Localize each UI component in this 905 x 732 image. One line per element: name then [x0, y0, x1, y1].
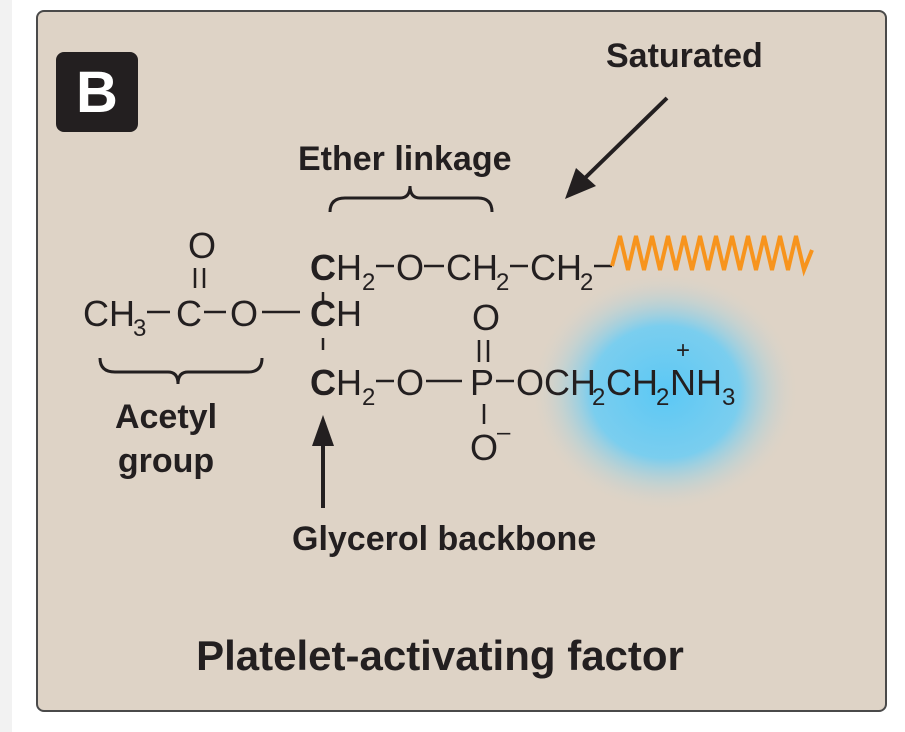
acetyl-label-line2: group: [118, 442, 214, 480]
svg-text:C: C: [310, 247, 336, 288]
svg-text:–: –: [497, 419, 511, 446]
svg-text:CH: CH: [83, 293, 135, 334]
svg-text:CH: CH: [530, 247, 582, 288]
panel-letter-box: [56, 52, 138, 132]
glycerol-arrow-icon: [312, 415, 334, 508]
svg-text:O: O: [230, 293, 258, 334]
positive-charge-glow-icon: [530, 272, 800, 512]
svg-text:2: 2: [592, 384, 605, 411]
svg-text:O: O: [470, 427, 498, 468]
svg-text:C: C: [176, 293, 202, 334]
saturated-label: Saturated: [606, 37, 763, 75]
svg-text:O: O: [188, 225, 216, 266]
diagram-title: Platelet-activating factor: [196, 632, 684, 679]
svg-text:H: H: [336, 362, 362, 403]
ether-linkage-brace-icon: [328, 185, 494, 213]
acetyl-label-line1: Acetyl: [115, 398, 217, 436]
svg-text:N: N: [670, 362, 696, 403]
svg-text:H: H: [336, 293, 362, 334]
left-margin-strip: [0, 0, 12, 732]
panel-letter: B: [76, 60, 118, 125]
saturated-arrow-icon: [565, 96, 669, 199]
svg-text:3: 3: [722, 384, 735, 411]
ether-linkage-label: Ether linkage: [298, 140, 512, 178]
row1-formula: C H 2 O CH 2 CH 2: [310, 247, 612, 296]
svg-text:O: O: [396, 362, 424, 403]
svg-text:CH: CH: [606, 362, 658, 403]
svg-text:CH: CH: [446, 247, 498, 288]
svg-text:C: C: [310, 362, 336, 403]
svg-text:O: O: [396, 247, 424, 288]
svg-text:+: +: [676, 337, 690, 364]
glycerol-backbone-label: Glycerol backbone: [292, 520, 596, 558]
acetyl-brace-icon: [98, 357, 264, 385]
svg-text:2: 2: [362, 384, 375, 411]
row2-formula: O CH 3 C O C H: [83, 225, 362, 342]
svg-text:OCH: OCH: [516, 362, 596, 403]
svg-text:P: P: [470, 362, 494, 403]
svg-text:C: C: [310, 293, 336, 334]
svg-text:H: H: [336, 247, 362, 288]
svg-text:2: 2: [580, 269, 593, 296]
svg-text:2: 2: [496, 269, 509, 296]
svg-text:2: 2: [656, 384, 669, 411]
svg-text:3: 3: [133, 315, 146, 342]
svg-text:H: H: [696, 362, 722, 403]
svg-text:O: O: [472, 297, 500, 338]
svg-text:2: 2: [362, 269, 375, 296]
row3-formula: O C H 2 O P OCH 2 CH 2 N H 3 + O –: [310, 297, 735, 468]
saturated-chain-zigzag-icon: [610, 235, 814, 277]
